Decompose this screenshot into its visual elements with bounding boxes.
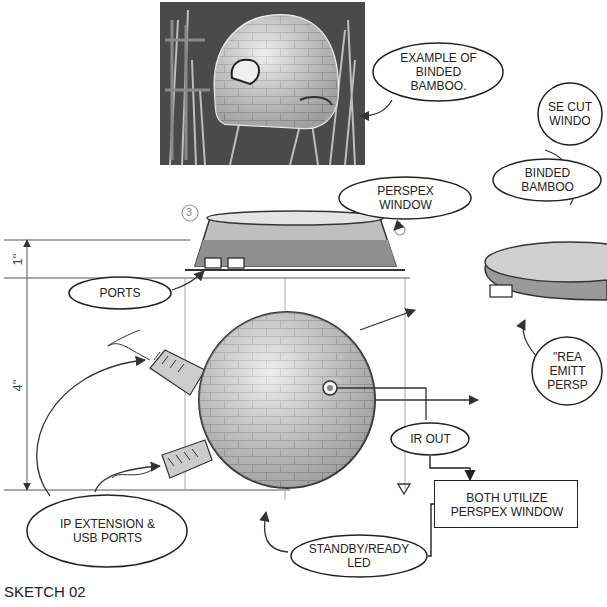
callout-oval: IR OUT [390,422,470,456]
sketch-title: SKETCH 02 [4,583,86,600]
device-perspective [485,242,607,300]
text-block: "REA EMITT PERSP [541,350,594,392]
callout-oval: STANDBY/READY LED [290,534,428,578]
text-block: IP EXTENSION & USB PORTS [48,517,167,545]
text-block: EXAMPLE OF BINDED BAMBOO. [390,51,487,93]
node-text: SE CUT WINDO [546,100,594,128]
dimension-label: 1" [10,252,25,268]
callout-oval: BINDED BAMBOO [492,158,602,202]
callout-number: 3 [186,206,192,218]
node-text: STANDBY/READY LED [308,542,410,570]
node-text: PORTS [82,286,158,300]
text-block: PERSPEX WINDOW [356,184,455,212]
node-text: IR OUT [401,432,460,446]
device-front-view [108,312,375,488]
node-text: PERSPEX WINDOW [356,184,455,212]
callout-oval: "REA EMITT PERSP [531,336,603,406]
callout-oval: PERSPEX WINDOW [338,176,472,220]
text-block: BOTH UTILIZE PERSPEX WINDOW [441,491,573,519]
note-box: BOTH UTILIZE PERSPEX WINDOW [434,480,578,528]
text-block: STANDBY/READY LED [308,542,410,570]
dimension-label: 4" [10,378,25,394]
text-block: SE CUT WINDO [546,100,594,128]
callout-oval: IP EXTENSION & USB PORTS [26,494,188,568]
text-block: BINDED BAMBOO [507,166,588,194]
connector-line [430,456,470,480]
callout-oval: EXAMPLE OF BINDED BAMBOO. [372,42,504,102]
node-text: EXAMPLE OF BINDED BAMBOO. [390,51,487,93]
node-text: IP EXTENSION & USB PORTS [48,517,167,545]
dimension-lines [4,240,410,500]
text-block: PORTS [82,286,158,300]
node-text: BINDED BAMBOO [507,166,588,194]
text-block: IR OUT [401,432,460,446]
helmet-photo [160,2,365,165]
callout-oval: PORTS [68,276,172,310]
node-text: BOTH UTILIZE PERSPEX WINDOW [441,491,573,519]
callout-oval: SE CUT WINDO [537,82,603,146]
node-text: "REA EMITT PERSP [541,350,594,392]
